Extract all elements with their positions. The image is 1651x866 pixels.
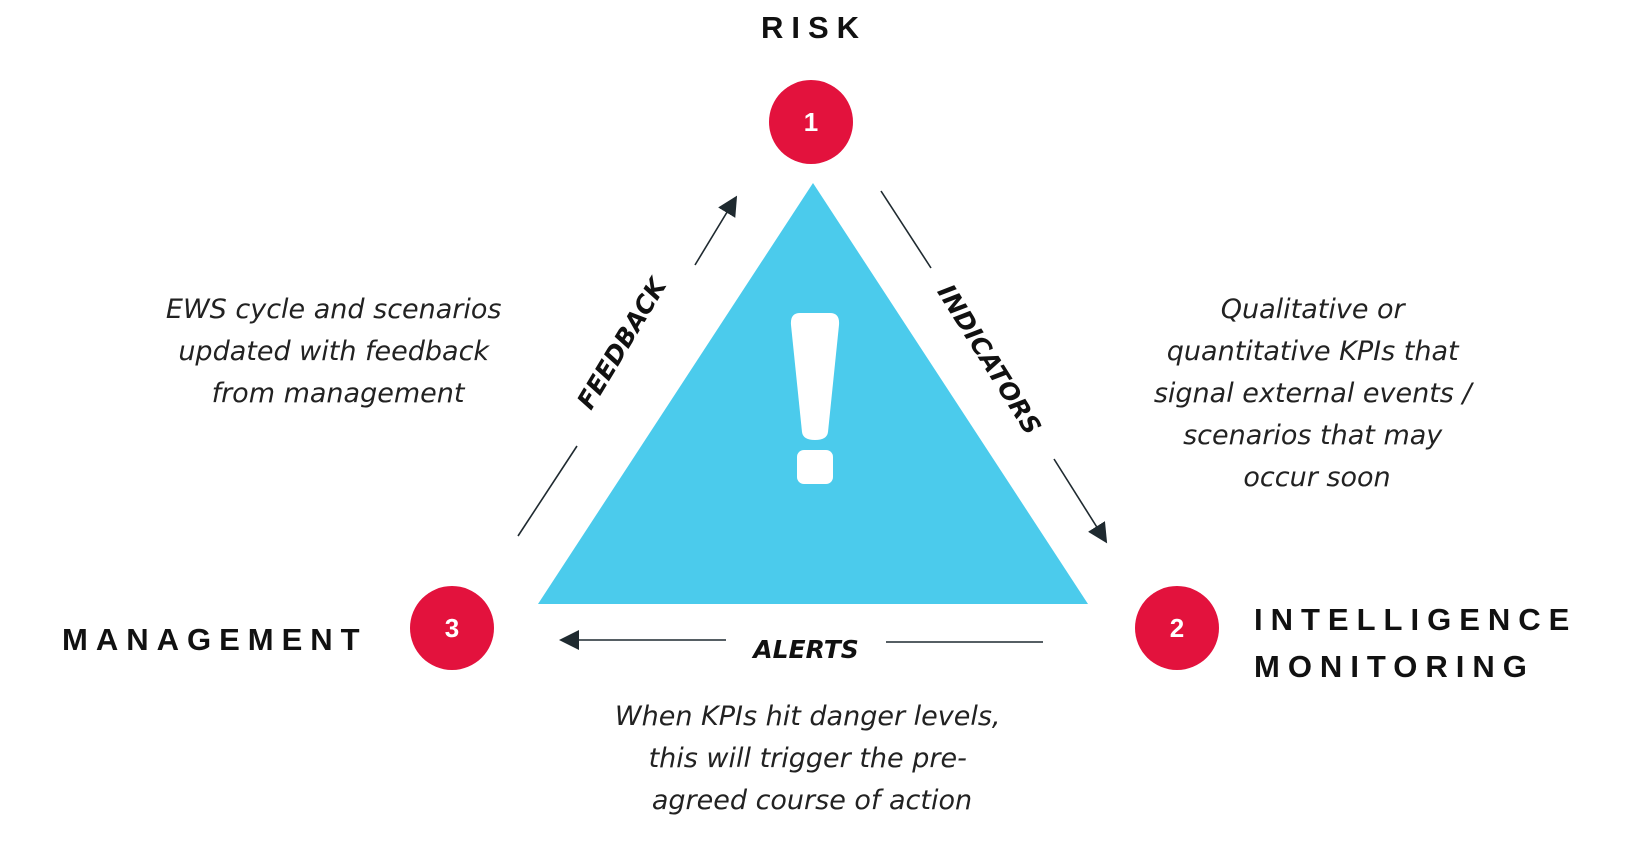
node-intelligence: 2 INTELLIGENCE MONITORING — [1135, 586, 1577, 684]
indicators-description-line: signal external events / — [1154, 378, 1475, 409]
feedback-description-line: EWS cycle and scenarios — [166, 294, 502, 325]
indicators-description-line: quantitative KPIs that — [1167, 336, 1460, 367]
feedback-label: FEEDBACK — [571, 272, 673, 415]
indicators-description-line: Qualitative or — [1221, 294, 1407, 325]
alerts-description-line: this will trigger the pre- — [649, 743, 967, 774]
alerts-description: When KPIs hit danger levels, this will t… — [615, 701, 1009, 816]
feedback-arrow — [694, 195, 738, 266]
alerts-description-line: When KPIs hit danger levels, — [615, 701, 1001, 732]
feedback-description-line: updated with feedback — [178, 336, 490, 367]
node-management-circle — [410, 586, 494, 670]
indicators-line-upper — [880, 190, 932, 269]
node-intelligence-title-line2: MONITORING — [1254, 649, 1535, 684]
node-intelligence-circle — [1135, 586, 1219, 670]
feedback-line-lower — [517, 445, 578, 537]
feedback-description: EWS cycle and scenarios updated with fee… — [166, 294, 510, 409]
node-risk-number: 1 — [804, 107, 818, 137]
indicators-description-line: occur soon — [1243, 462, 1390, 493]
node-risk-circle — [769, 80, 853, 164]
indicators-description-line: scenarios that may — [1183, 420, 1443, 451]
node-risk: RISK 1 — [761, 10, 867, 164]
node-risk-title: RISK — [761, 10, 867, 45]
indicators-arrow — [1053, 458, 1108, 544]
node-intelligence-number: 2 — [1170, 613, 1184, 643]
alerts-label: ALERTS — [751, 635, 859, 664]
node-management-title: MANAGEMENT — [62, 622, 368, 657]
node-intelligence-title-line1: INTELLIGENCE — [1254, 602, 1577, 637]
node-management: MANAGEMENT 3 — [62, 586, 494, 670]
exclamation-icon — [790, 313, 840, 484]
node-management-number: 3 — [445, 613, 459, 643]
indicators-description: Qualitative or quantitative KPIs that si… — [1154, 294, 1480, 493]
alerts-description-line: agreed course of action — [652, 785, 972, 816]
feedback-description-line: from management — [212, 378, 466, 409]
